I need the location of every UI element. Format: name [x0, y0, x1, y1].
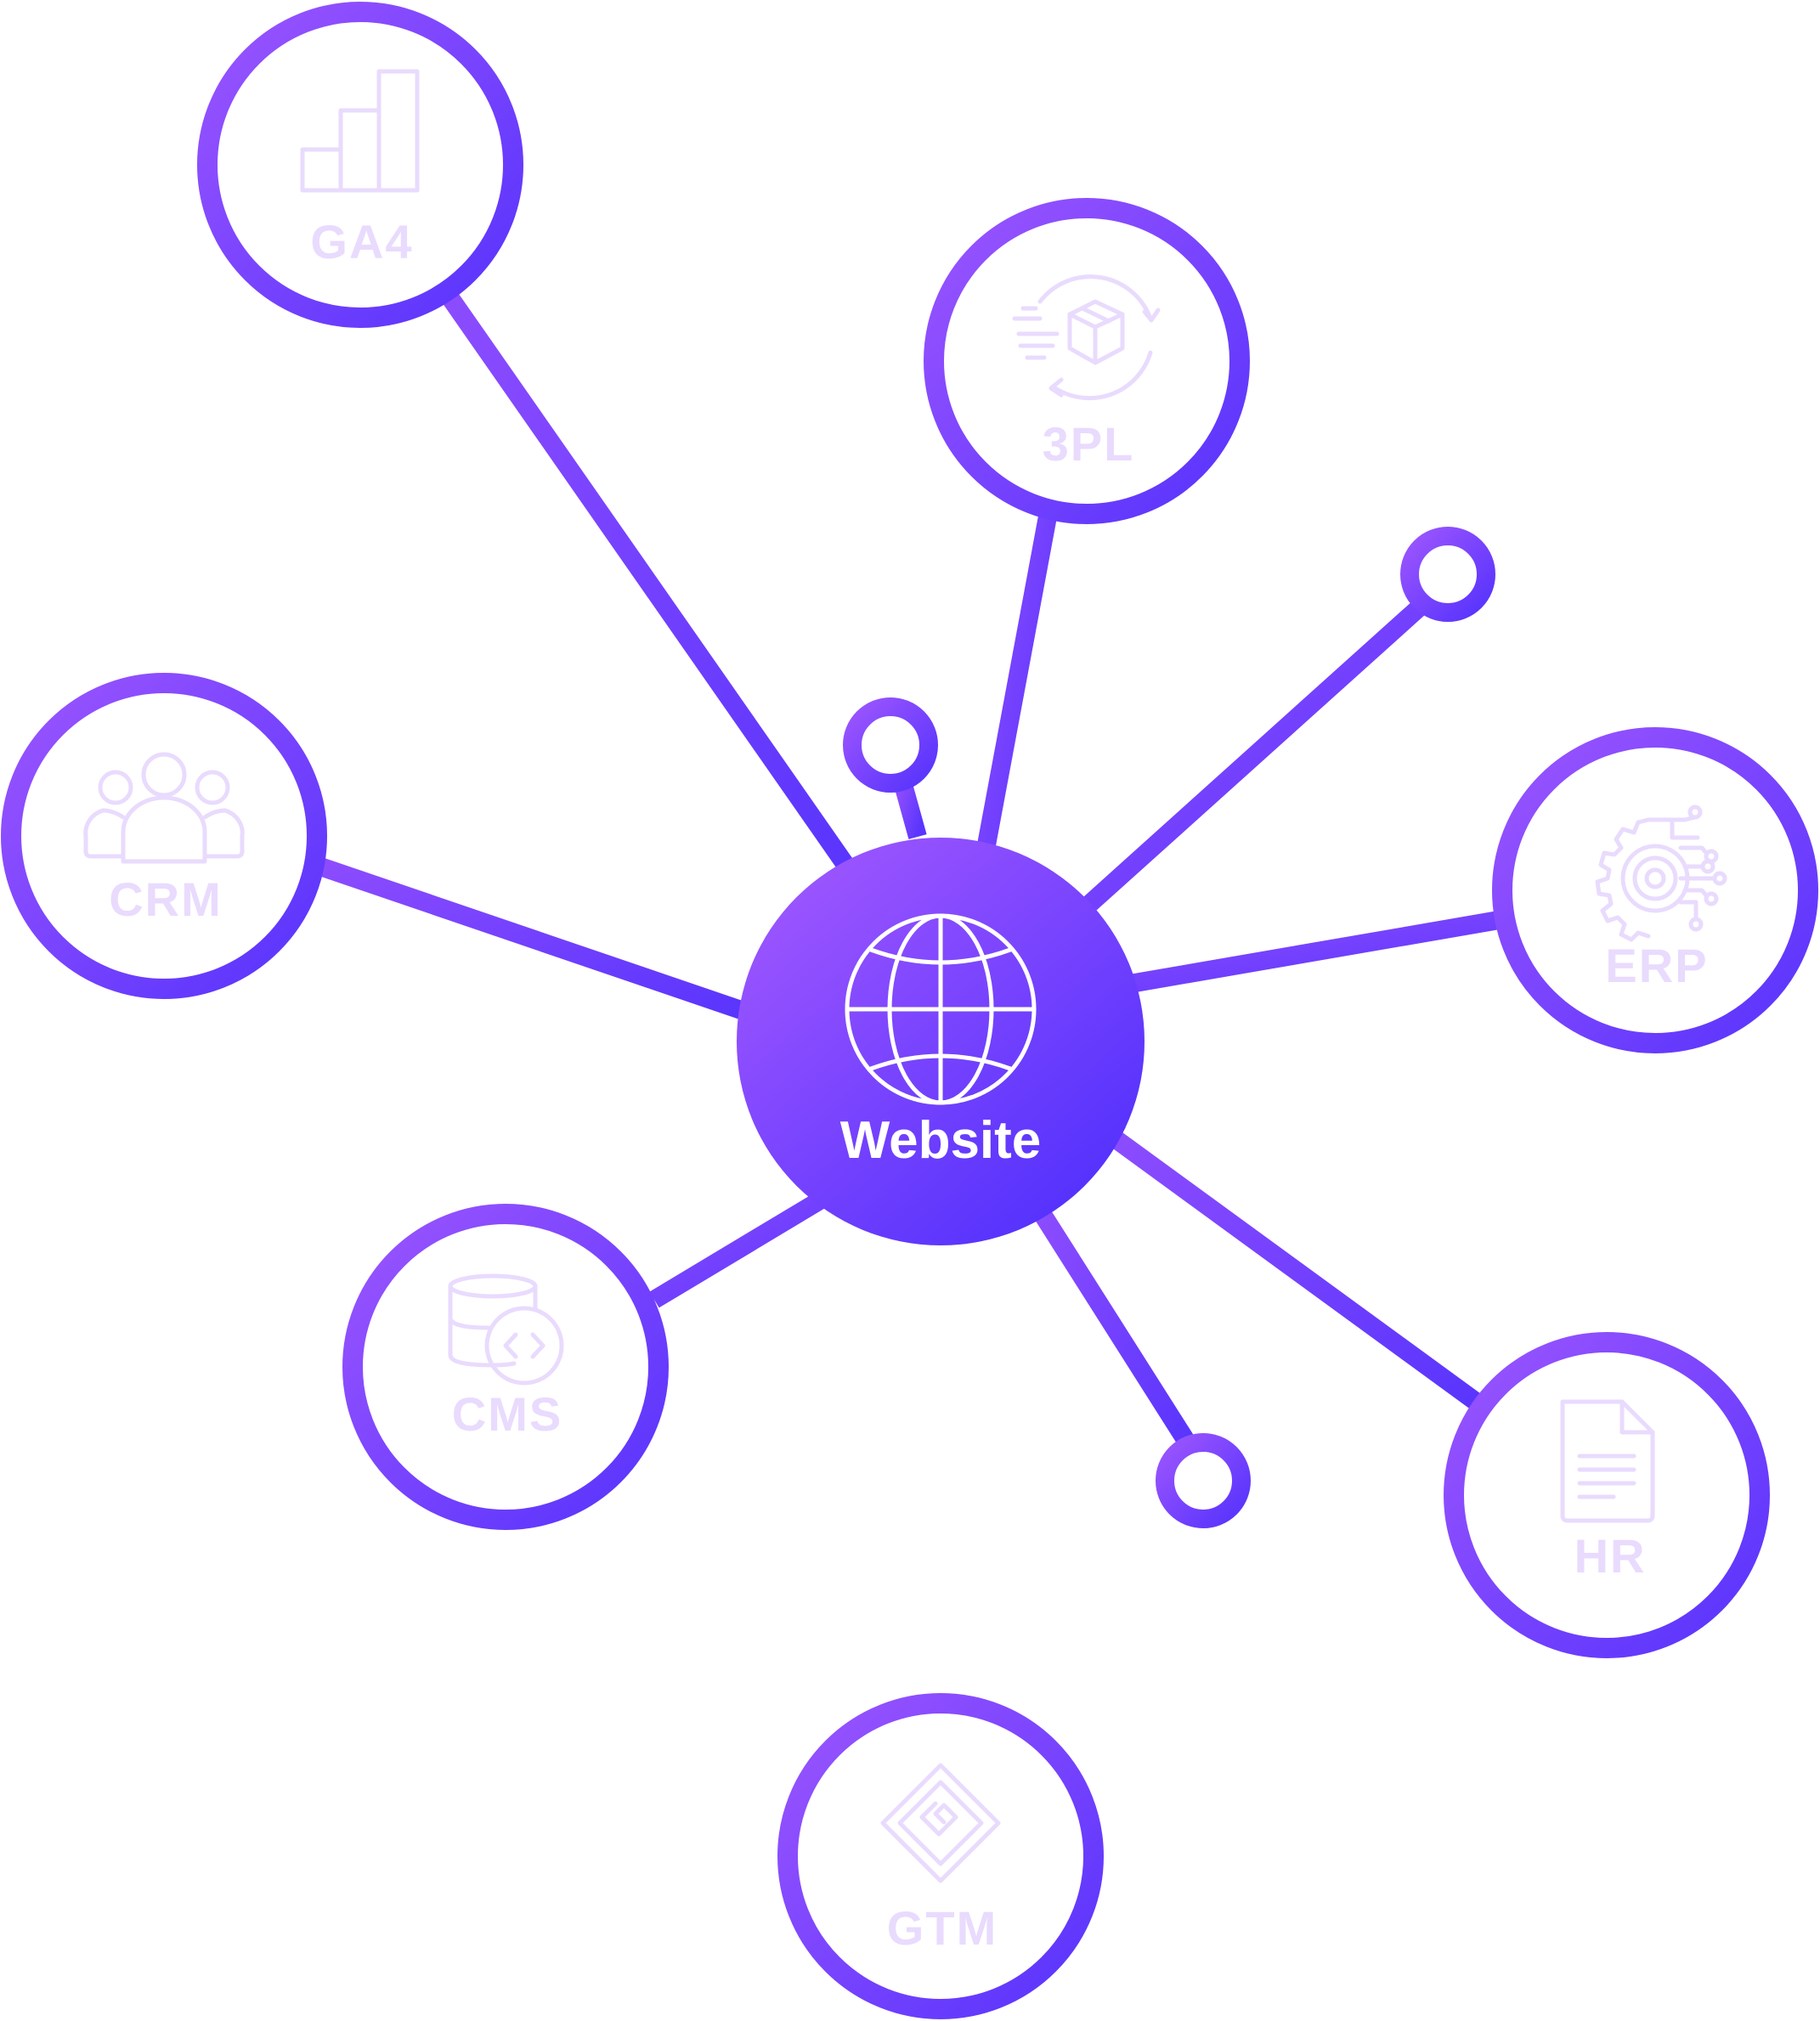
terminal-dot-top	[843, 697, 938, 793]
document-icon	[1560, 1399, 1655, 1523]
database-code-icon	[448, 1273, 564, 1386]
node-label: HR	[1574, 1529, 1647, 1583]
node-label: CRM	[109, 872, 223, 926]
node-ring	[342, 1204, 669, 1530]
node-hr[interactable]: HR	[1444, 1332, 1770, 1658]
node-label: CMS	[452, 1387, 562, 1441]
tag-manager-icon	[880, 1763, 1001, 1883]
connector-3pl	[976, 514, 1057, 852]
connector-ga4	[440, 290, 856, 874]
people-group-icon	[83, 752, 245, 864]
node-label: GA4	[310, 215, 413, 268]
globe-icon	[845, 913, 1037, 1105]
terminal-dot-upper-right	[1400, 527, 1495, 622]
node-3pl[interactable]: 3PL	[924, 198, 1250, 524]
connectors	[317, 290, 1501, 1691]
terminal-dot-lower-right	[1156, 1433, 1251, 1528]
connector-erp	[1128, 911, 1501, 993]
connector-crm	[317, 857, 747, 1020]
node-label: ERP	[1605, 939, 1708, 992]
node-label: 3PL	[1043, 417, 1135, 471]
connector-hr	[1109, 1131, 1482, 1409]
node-ring	[197, 2, 523, 328]
center-node-website[interactable]: Website	[737, 838, 1145, 1245]
node-erp[interactable]: ERP	[1492, 727, 1818, 1053]
gear-circuit-icon	[1595, 804, 1727, 942]
node-ring	[1492, 727, 1818, 1053]
node-cms[interactable]: CMS	[342, 1204, 669, 1530]
node-ring	[777, 1693, 1104, 2019]
terminal-dots	[843, 527, 1495, 1528]
center-label: Website	[840, 1111, 1042, 1170]
node-crm[interactable]: CRM	[1, 673, 327, 999]
node-ga4[interactable]: GA4	[197, 2, 523, 328]
bar-chart-icon	[300, 69, 420, 193]
connector-cms	[649, 1189, 829, 1308]
node-ring	[924, 198, 1250, 524]
node-ring	[1, 673, 327, 999]
connector-dot-upper-right	[1079, 596, 1431, 915]
package-cycle-icon	[1012, 274, 1161, 401]
node-label: GTM	[887, 1901, 998, 1955]
connector-dot-lower-right	[1033, 1208, 1195, 1446]
node-gtm[interactable]: GTM	[777, 1693, 1104, 2019]
connector-dot-top	[893, 779, 927, 839]
